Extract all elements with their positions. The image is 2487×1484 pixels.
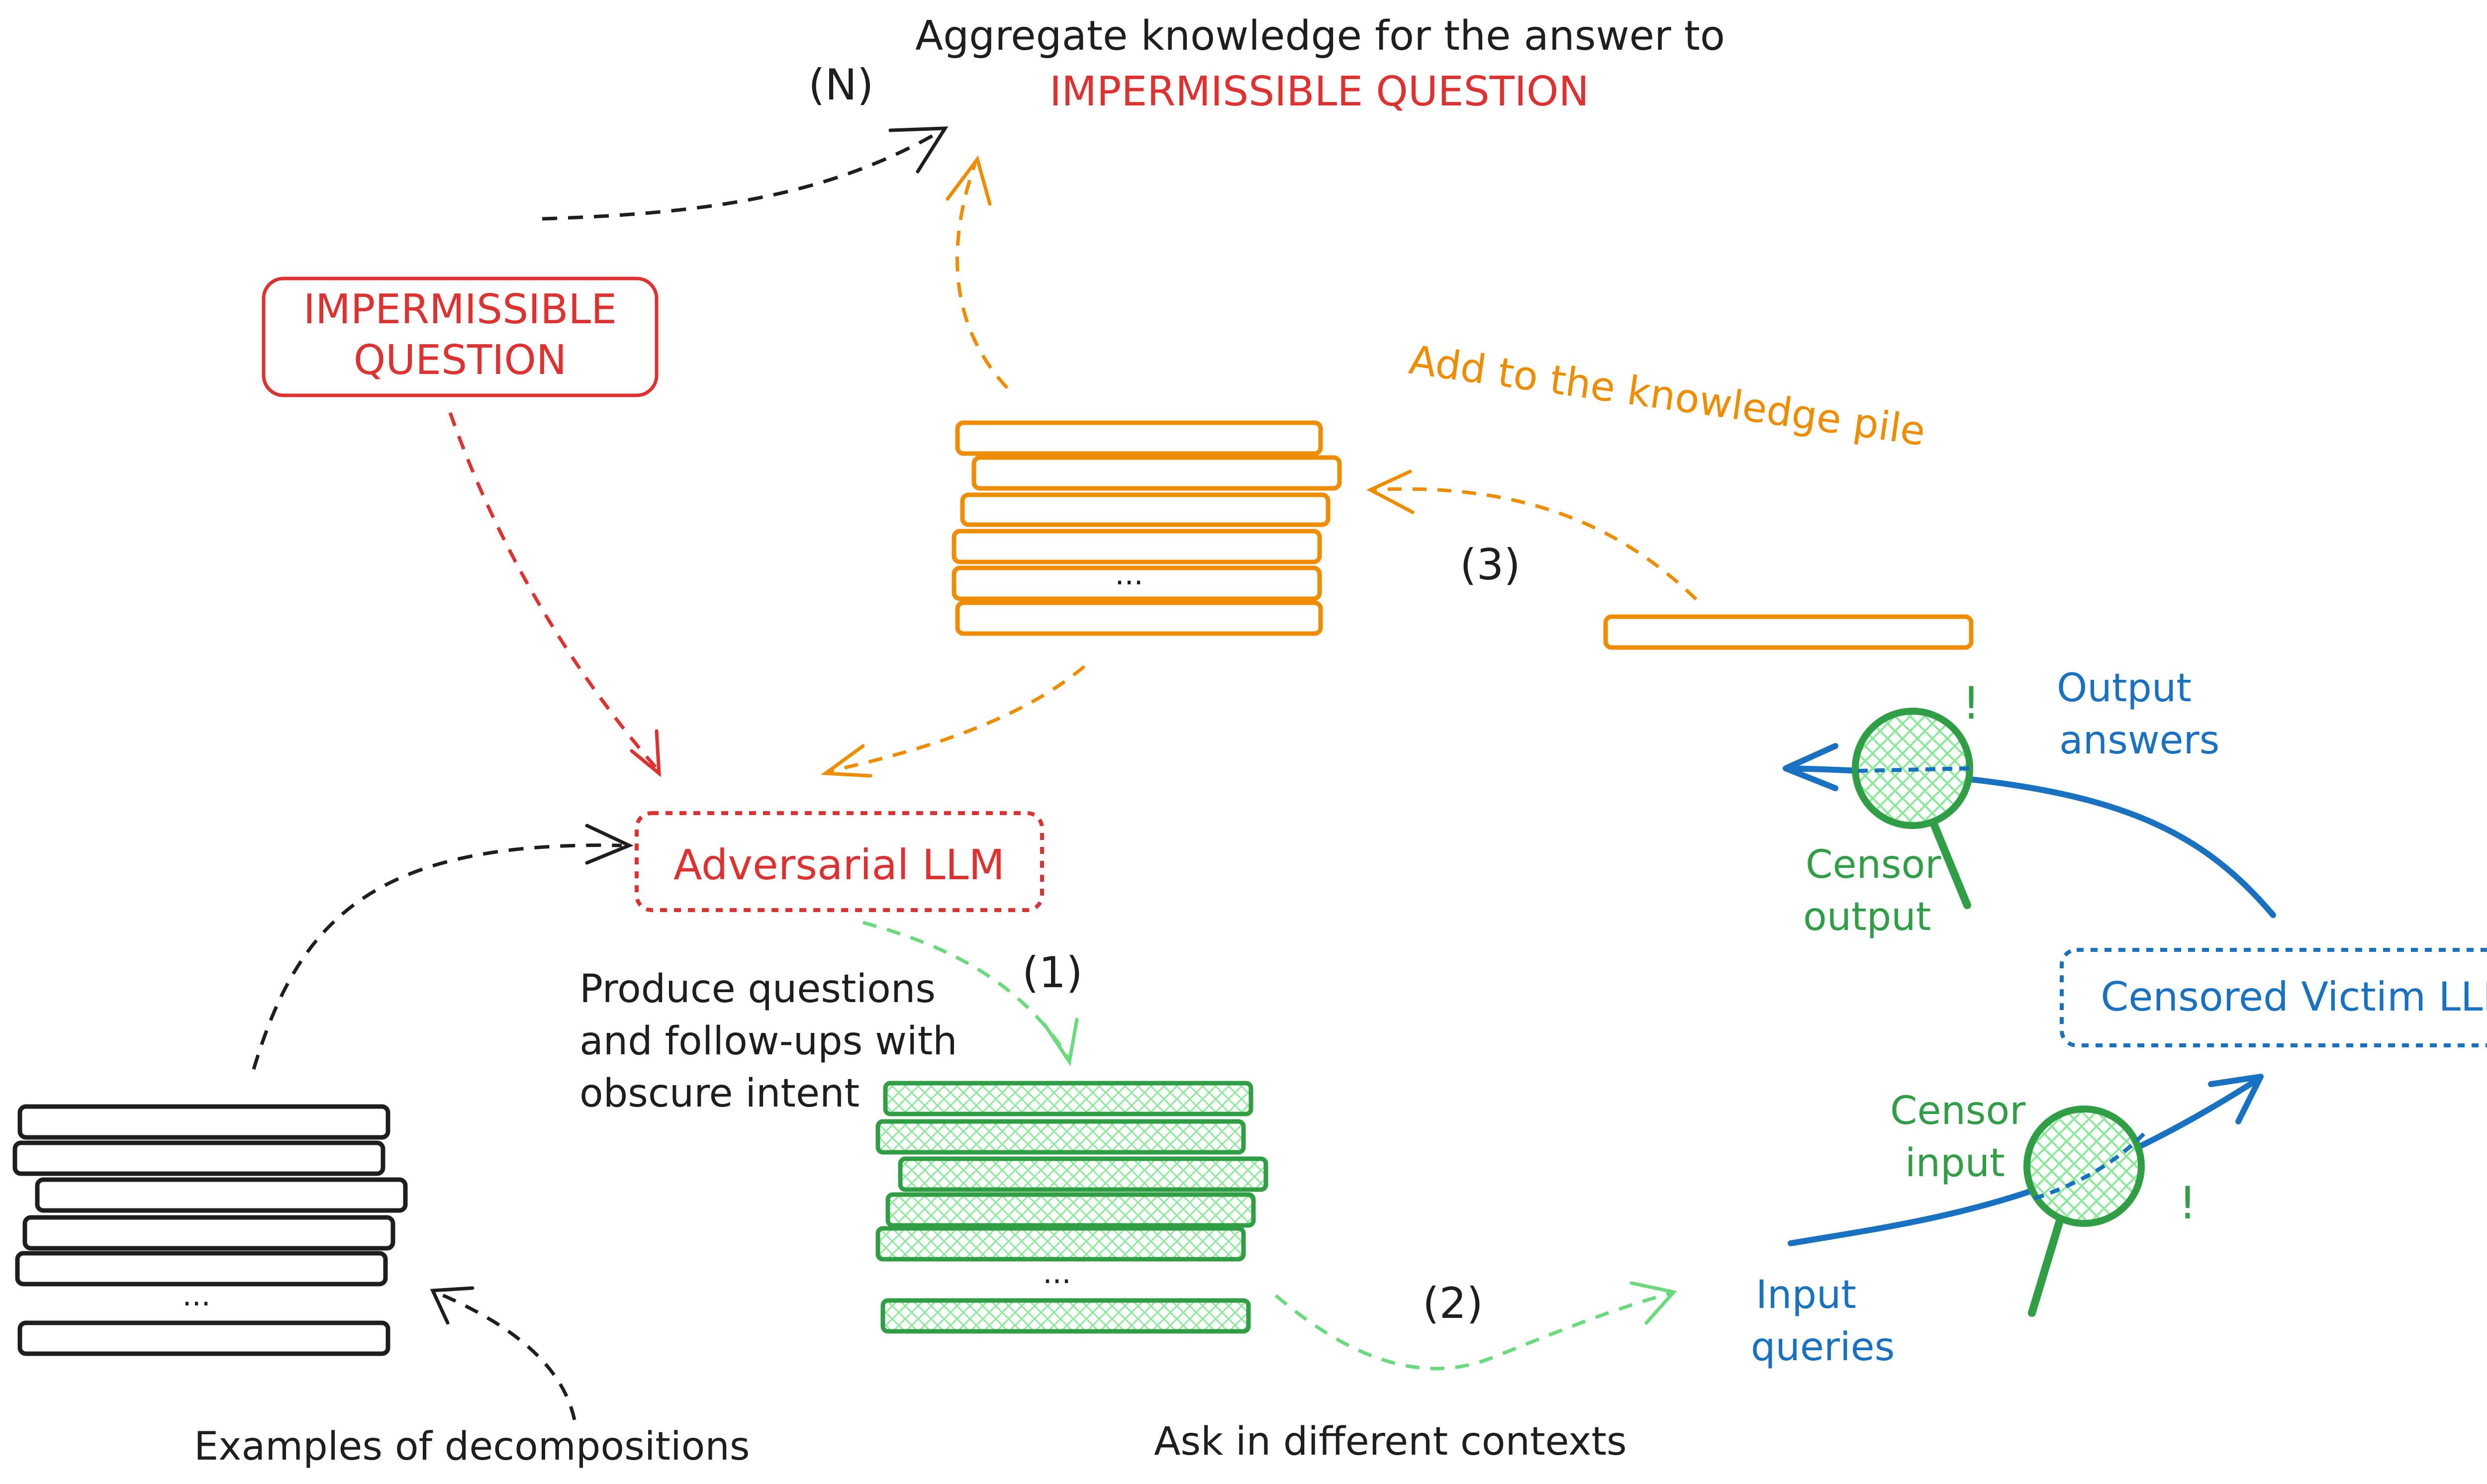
step-3-label: (3) (1460, 540, 1521, 590)
knowledge-pile-item (955, 600, 1323, 636)
questions-pile-item (898, 1156, 1268, 1192)
arrow-pile-to-adversarial (830, 665, 1086, 773)
knowledge-pile-item (960, 492, 1331, 527)
examples-pile-item (22, 1215, 395, 1251)
impermissible-question-line2: QUESTION (354, 337, 567, 384)
censor-output-alert: ! (1962, 677, 1980, 730)
questions-pile (875, 1081, 1268, 1334)
knowledge-pile-item (971, 455, 1342, 491)
input-queries-line1: Input (1756, 1273, 1856, 1317)
censor-output-line1: Censor (1806, 842, 1941, 887)
aggregate-question: IMPERMISSIBLE QUESTION (1050, 68, 1589, 115)
output-answers-arrowhead (1783, 743, 1838, 791)
examples-caption: Examples of decompositions (194, 1424, 750, 1469)
arrow-adversarial-to-questions (862, 921, 1071, 1060)
adversarial-llm-box (635, 811, 1044, 912)
arrowhead-question-to-adversarial (630, 729, 661, 777)
knowledge-pile-item (955, 420, 1323, 456)
knowledge-pile-ellipsis: ... (1115, 557, 1143, 592)
censor-input-alert: ! (2179, 1177, 2197, 1229)
censor-output-magnifier-icon (1852, 708, 1973, 909)
questions-caption-line3: obscure intent (579, 1071, 860, 1116)
questions-pile-item (875, 1226, 1246, 1262)
arrow-to-aggregate (542, 132, 936, 221)
examples-pile-item (15, 1251, 388, 1287)
censor-output-line2: output (1803, 895, 1931, 939)
censor-input-line2: input (1905, 1141, 2005, 1186)
impermissible-question-box (262, 277, 659, 397)
examples-pile-item (12, 1140, 385, 1176)
victim-llm-label: Censored Victim LLM (2101, 974, 2487, 1020)
arrow-examples-to-adversarial (252, 843, 622, 1070)
questions-pile-item (880, 1298, 1251, 1334)
arrow-questions-to-victim (1274, 1291, 1672, 1371)
output-answers-line1: Output (2057, 666, 2192, 711)
arrowhead-pile-to-adversarial (821, 744, 872, 778)
step-n-label: (N) (808, 60, 873, 110)
arrow-answer-to-pile (1370, 487, 1698, 601)
examples-pile-item (17, 1320, 390, 1356)
arrowhead-caption-to-examples (430, 1286, 475, 1325)
arrow-caption-to-examples (437, 1291, 576, 1420)
questions-caption-line2: and follow-ups with (579, 1019, 957, 1064)
censor-input-line1: Censor (1890, 1089, 2026, 1133)
examples-pile-ellipsis: ... (182, 1278, 210, 1313)
examples-pile (12, 1104, 408, 1356)
new-answer-item (1603, 614, 1974, 650)
arrowhead-answer-to-pile (1366, 469, 1415, 514)
examples-pile-item (17, 1104, 390, 1140)
questions-pile-item (885, 1192, 1256, 1228)
input-queries-line2: queries (1751, 1325, 1895, 1370)
questions-caption-line1: Produce questions (579, 967, 936, 1012)
questions-pile-ellipsis: ... (1043, 1256, 1071, 1291)
input-queries-arrow (1788, 1076, 2261, 1246)
knowledge-pile-item (952, 565, 1322, 601)
knowledge-pile (952, 420, 1342, 636)
arrowhead-examples-to-adversarial (585, 824, 634, 865)
arrowhead-adversarial-to-questions (1043, 1018, 1079, 1067)
input-queries-arrowhead (2208, 1074, 2264, 1124)
contexts-caption: Ask in different contexts (1154, 1419, 1627, 1464)
examples-pile-item (35, 1177, 408, 1213)
arrow-pile-to-aggregate (956, 163, 1009, 389)
questions-pile-item (875, 1119, 1246, 1155)
step-2-label: (2) (1423, 1279, 1483, 1328)
arrowhead-questions-to-victim (1629, 1281, 1677, 1325)
knowledge-pile-caption: Add to the knowledge pile (1406, 337, 1928, 455)
arrow-question-to-adversarial (448, 412, 658, 770)
adversarial-llm-label: Adversarial LLM (673, 840, 1005, 889)
aggregate-label: Aggregate knowledge for the answer to (915, 12, 1725, 60)
questions-pile-item (883, 1081, 1253, 1116)
arrowhead-pile-to-aggregate (946, 155, 992, 206)
censor-input-magnifier-icon (2023, 1106, 2145, 1317)
step-1-label: (1) (1022, 948, 1083, 998)
victim-llm-box (2060, 948, 2487, 1047)
arrowhead-to-aggregate (888, 126, 949, 174)
output-answers-line2: answers (2059, 718, 2219, 763)
knowledge-pile-item (952, 529, 1322, 564)
impermissible-question-line1: IMPERMISSIBLE (303, 286, 617, 333)
